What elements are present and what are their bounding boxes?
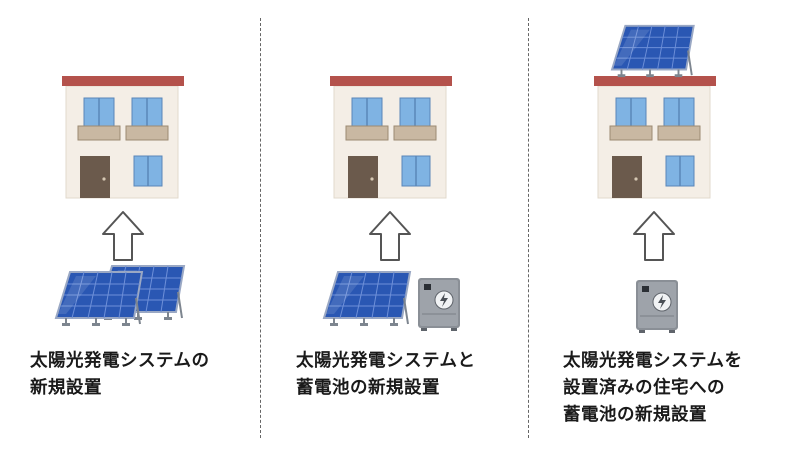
house-icon [61, 75, 185, 199]
solar-panel-icon [55, 271, 143, 327]
caption: 太陽光発電システムの 新規設置 [30, 348, 260, 402]
up-arrow-icon [102, 211, 144, 261]
dashed-divider [260, 18, 261, 438]
column-pv-new-install: 太陽光発電システムの 新規設置 [0, 0, 266, 459]
caption-line: 新規設置 [30, 378, 102, 398]
column-battery-for-existing-pv-home: 太陽光発電システムを 設置済みの住宅への 蓄電池の新規設置 [532, 0, 798, 459]
storage-battery-icon [417, 277, 461, 332]
caption-line: 蓄電池の新規設置 [296, 378, 440, 398]
up-arrow-icon [633, 211, 675, 261]
illustration-group [323, 75, 461, 332]
house-icon [329, 75, 453, 199]
house-icon [593, 75, 717, 199]
column-pv-and-battery-new-install: 太陽光発電システムと 蓄電池の新規設置 [266, 0, 532, 459]
up-arrow-icon [369, 211, 411, 261]
storage-battery-icon [635, 279, 679, 334]
caption-line: 太陽光発電システムと [296, 351, 476, 371]
caption-line: 蓄電池の新規設置 [563, 405, 707, 425]
caption: 太陽光発電システムを 設置済みの住宅への 蓄電池の新規設置 [563, 348, 793, 429]
dashed-divider [528, 18, 529, 438]
caption-line: 太陽光発電システムの [30, 351, 210, 371]
caption-line: 設置済みの住宅への [563, 378, 725, 398]
illustration-group [593, 24, 717, 334]
rooftop-solar-panel-icon [611, 24, 695, 79]
caption: 太陽光発電システムと 蓄電池の新規設置 [296, 348, 526, 402]
caption-line: 太陽光発電システムを [563, 351, 743, 371]
solar-panel-icon [323, 271, 411, 327]
illustration-group [55, 75, 185, 327]
